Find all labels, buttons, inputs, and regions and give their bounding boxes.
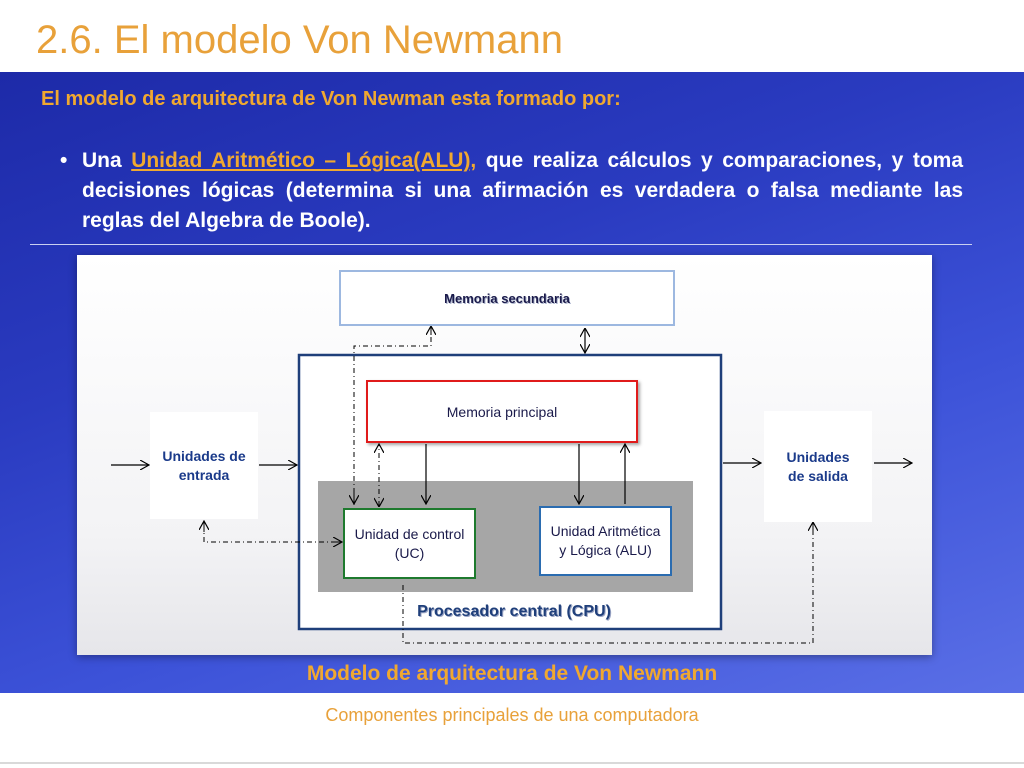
input-units-box: Unidades de entrada (150, 412, 258, 519)
bullet-item: • Una Unidad Aritmético – Lógica(ALU), q… (60, 146, 963, 236)
bullet-lead: Una (82, 149, 132, 172)
alu-label: Unidad Aritmética y Lógica (ALU) (550, 523, 661, 558)
alu-box: Unidad Aritmética y Lógica (ALU) (539, 506, 672, 576)
footnote: Componentes principales de una computado… (325, 705, 699, 725)
main-memory-box: Memoria principal (366, 380, 638, 443)
bullet-marker: • (60, 149, 68, 172)
bullet-rest: que realiza cálculos y comparaciones, y … (82, 149, 964, 232)
control-unit-label: Unidad de control (UC) (354, 525, 465, 561)
input-uc-control-line (203, 525, 339, 543)
bullet-text: Una Unidad Aritmético – Lógica(ALU), que… (82, 146, 963, 236)
divider (30, 244, 972, 245)
secondary-memory-label: Memoria secundaria (444, 290, 570, 306)
slide-title: 2.6. El modelo Von Newmann (36, 18, 563, 62)
cpu-label: Procesador central (CPU) (417, 603, 611, 620)
output-units-label: Unidades de salida (786, 448, 850, 484)
cpu-label-box: Procesador central (CPU) (399, 598, 629, 626)
control-unit-box: Unidad de control (UC) (343, 508, 476, 579)
diagram-caption: Modelo de arquitectura de Von Newmann (306, 662, 718, 685)
main-memory-label: Memoria principal (446, 403, 558, 420)
slide-subtitle: El modelo de arquitectura de Von Newman … (41, 88, 621, 110)
input-units-label: Unidades de entrada (162, 447, 246, 483)
output-units-box: Unidades de salida (764, 411, 872, 522)
bullet-highlight: Unidad Aritmético – Lógica(ALU), (131, 149, 477, 172)
uc-output-control-line (402, 525, 814, 644)
bottom-divider (0, 762, 1024, 764)
secondary-memory-box: Memoria secundaria (339, 270, 675, 326)
architecture-diagram: Memoria secundaria Memoria principal Uni… (77, 255, 932, 655)
